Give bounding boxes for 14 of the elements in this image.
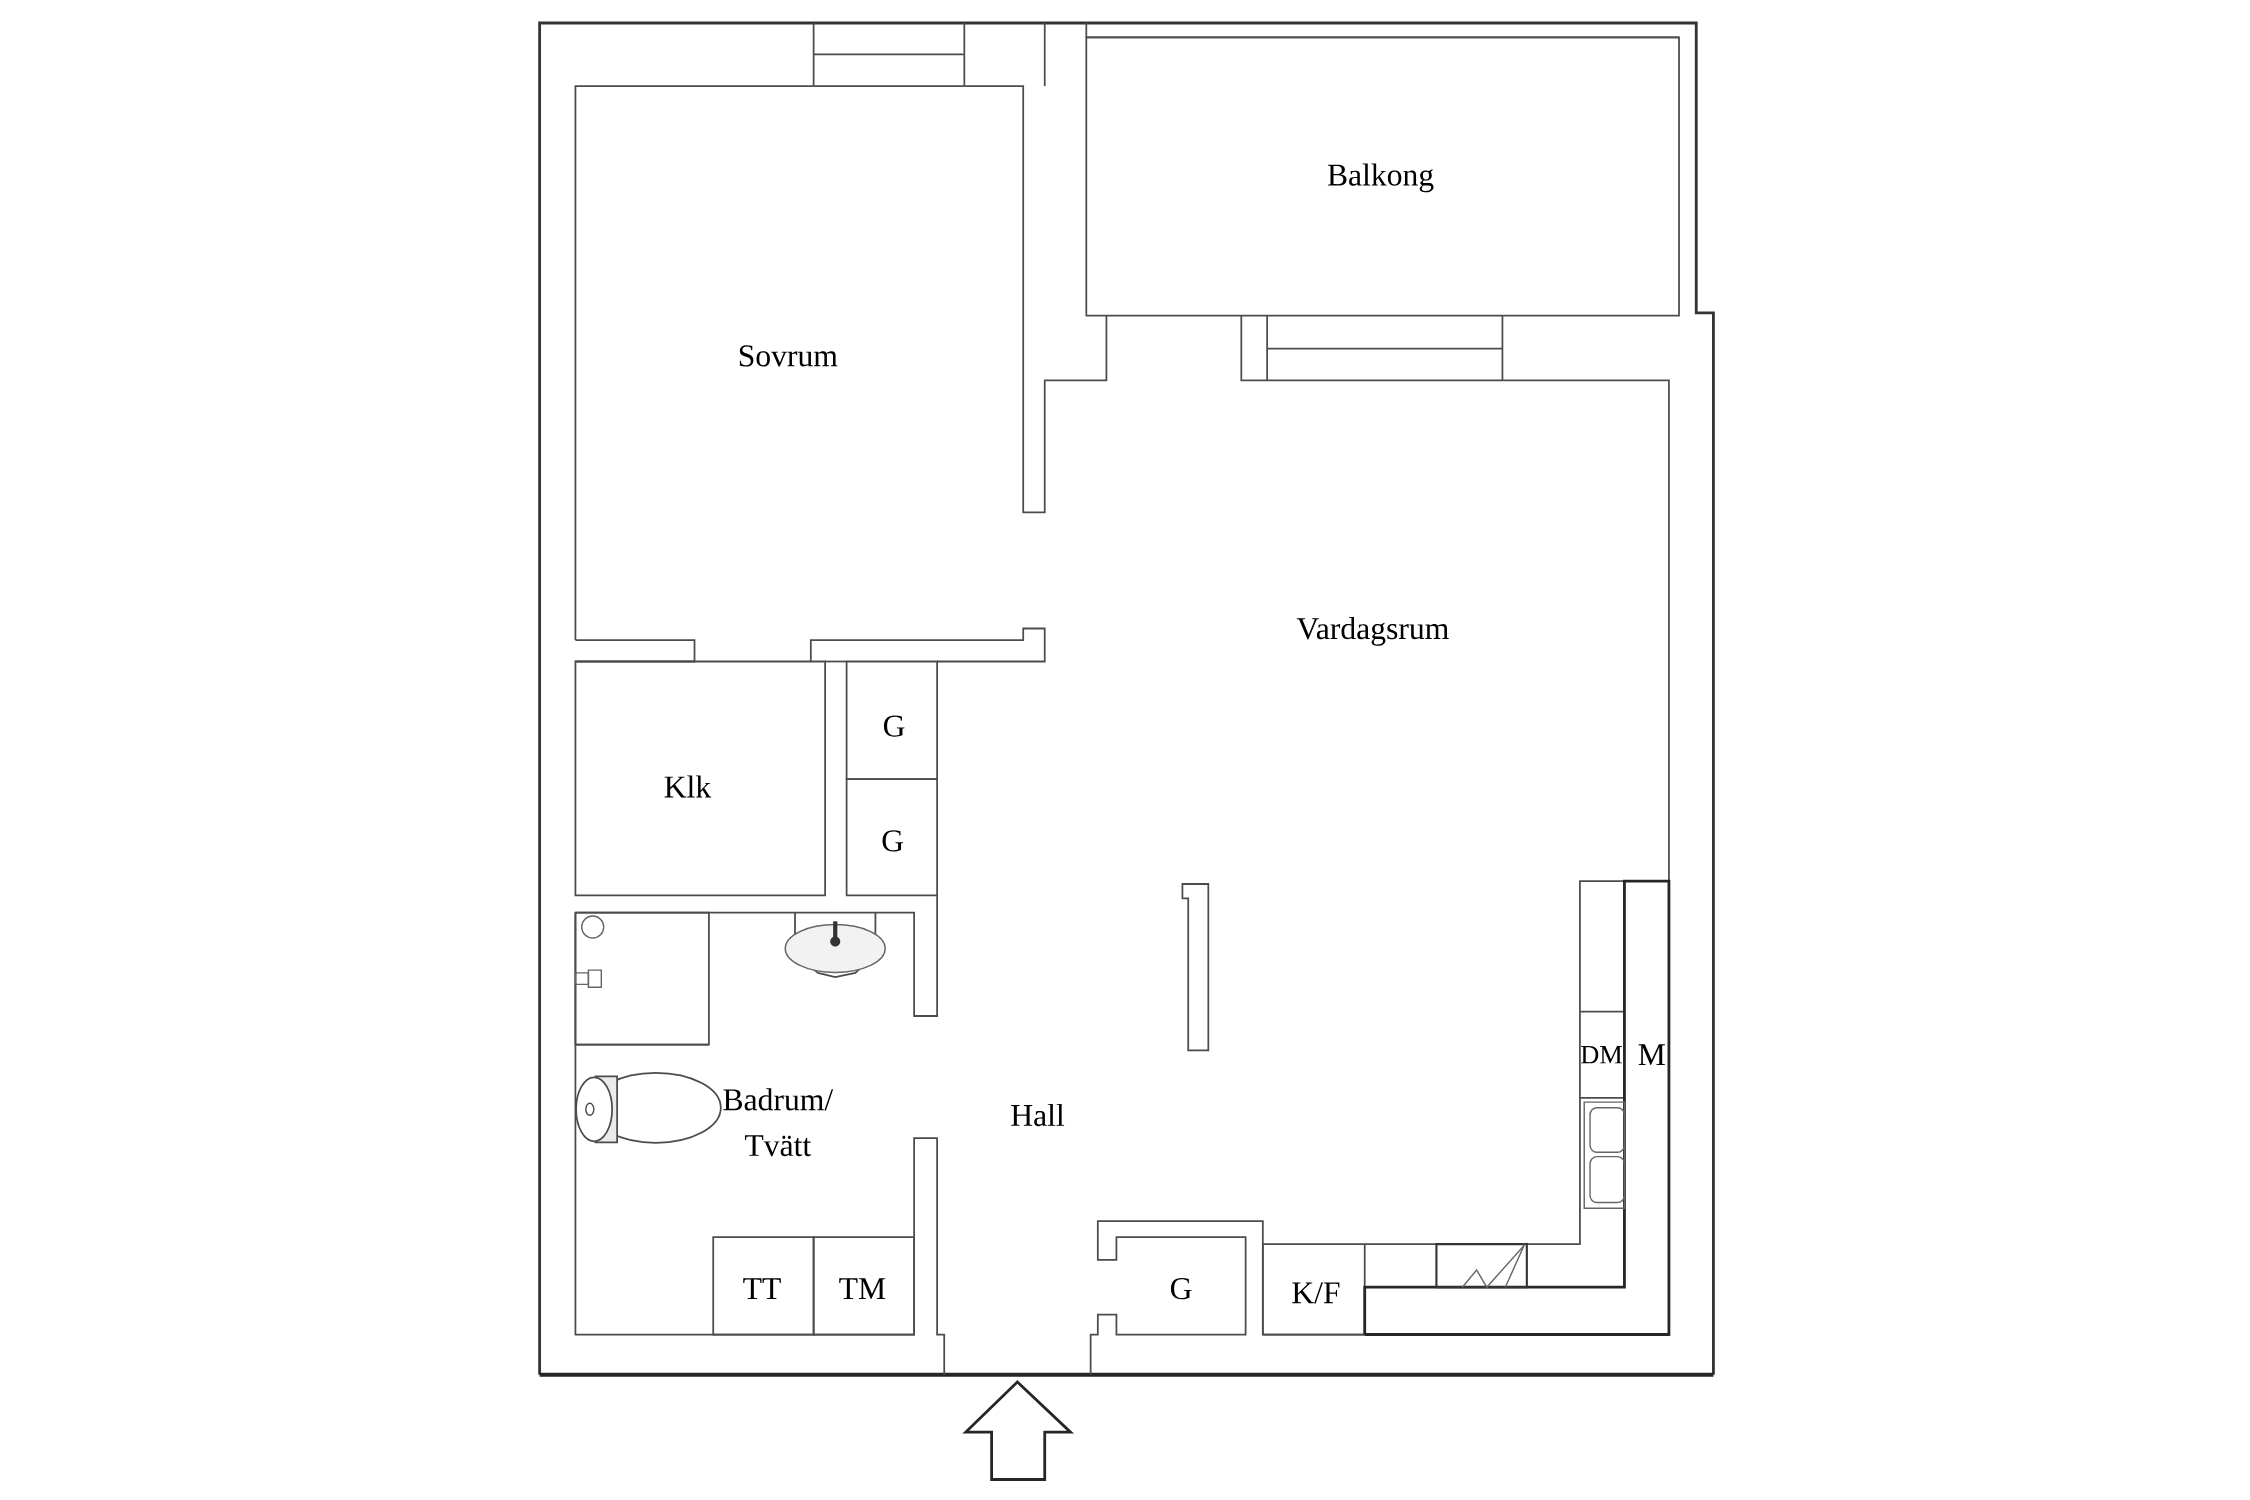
appliance-label: M <box>1638 1044 1665 1066</box>
appliance-label: TT <box>743 1278 781 1299</box>
room-label: Hall <box>1011 1103 1065 1127</box>
room-label: Balkong <box>1327 163 1434 193</box>
room-label: Vardagsrum <box>1296 617 1449 646</box>
room-label: Sovrum <box>739 345 838 367</box>
appliance-label: TM <box>839 1278 886 1299</box>
appliance-label: K/F <box>1292 1282 1340 1304</box>
appliance-label: DM <box>1581 1046 1622 1064</box>
closet-label: G <box>882 830 904 852</box>
room-label: Badrum/ Tvätt <box>723 1088 834 1157</box>
closet-label: G <box>1170 1278 1192 1300</box>
room-label: Klk <box>664 775 712 798</box>
closet-label: G <box>883 715 905 737</box>
